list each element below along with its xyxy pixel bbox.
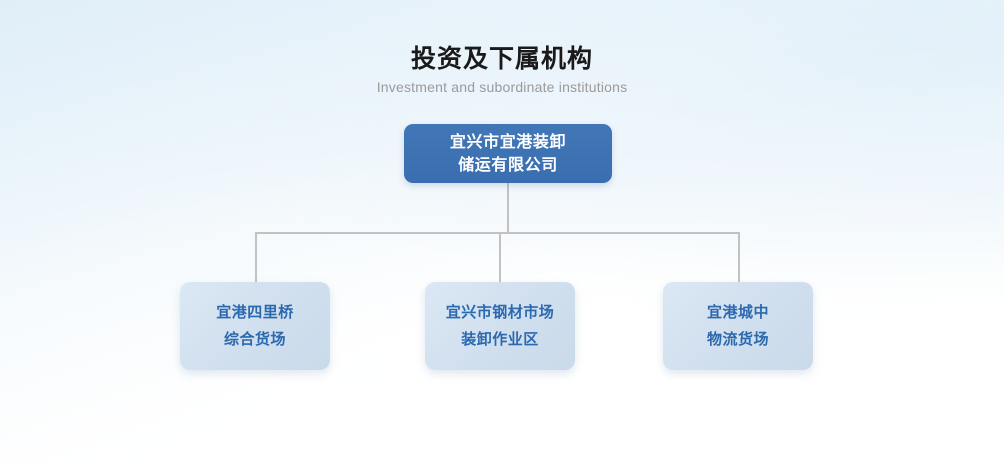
org-node-child-0[interactable]: 宜港四里桥 综合货场: [180, 282, 330, 370]
org-node-root-line-2: 储运有限公司: [458, 156, 558, 174]
org-node-child-1[interactable]: 宜兴市钢材市场 装卸作业区: [425, 282, 575, 370]
org-node-child-2-line-1: 宜港城中: [706, 304, 769, 321]
org-node-child-2-line-2: 物流货场: [706, 331, 769, 348]
chart-heading: 投资及下属机构 Investment and subordinate insti…: [0, 44, 1004, 96]
org-node-child-2[interactable]: 宜港城中 物流货场: [663, 282, 813, 370]
org-node-root-line-1: 宜兴市宜港装卸: [449, 133, 567, 151]
org-node-child-1-line-1: 宜兴市钢材市场: [445, 304, 555, 321]
connector-drop-child-0: [255, 232, 257, 283]
page-title: 投资及下属机构: [410, 45, 593, 73]
org-node-child-0-line-2: 综合货场: [223, 331, 286, 348]
org-node-child-0-line-1: 宜港四里桥: [216, 304, 294, 321]
org-node-child-1-line-2: 装卸作业区: [461, 331, 539, 348]
org-node-root[interactable]: 宜兴市宜港装卸 储运有限公司: [404, 124, 612, 183]
connector-root-stem: [507, 183, 509, 234]
connector-horizontal-bus: [255, 232, 740, 234]
page-subtitle: Investment and subordinate institutions: [376, 79, 628, 95]
connector-drop-child-1: [499, 232, 501, 283]
connector-drop-child-2: [738, 232, 740, 283]
